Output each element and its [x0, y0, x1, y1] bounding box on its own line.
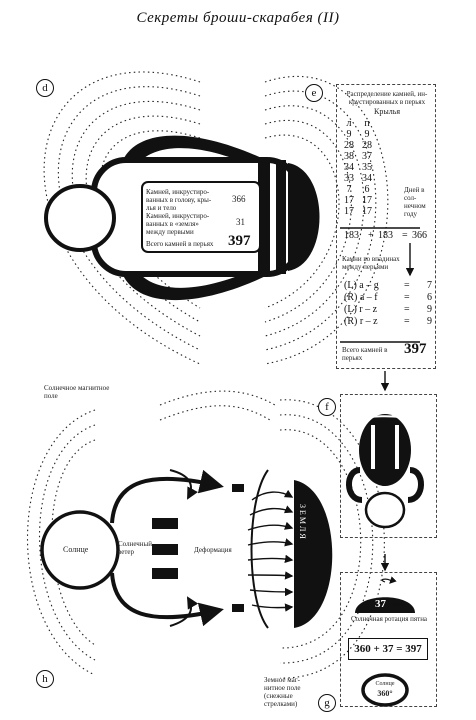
panel-g-box — [340, 572, 437, 707]
d-stones-value: 366 — [232, 194, 246, 204]
h-wind-label: Солнечный ветер — [118, 540, 152, 556]
e-right-cell: 34 — [362, 173, 372, 184]
e-right-cell: 6 — [364, 184, 370, 195]
d-gaps-value: 31 — [236, 217, 245, 227]
e-left-cell: 9 — [346, 129, 352, 140]
g-equation-box: 360 + 37 = 397 — [348, 638, 428, 660]
d-gaps-text: Камней, инкрустиро-ванных в «земля» межд… — [146, 212, 210, 236]
e-left-cell: 28 — [344, 140, 354, 151]
g-rotation-value: 37 — [375, 598, 386, 610]
e-gap-label: (R) r – z — [344, 316, 378, 327]
e-gaps-header: Камни во впадинах между перьями — [342, 255, 400, 271]
d-total-label: Всего камней в перьях — [146, 240, 214, 248]
e-gap-row: (R) a – f = 6 — [344, 292, 432, 303]
h-earth-field-label: Земное маг-нитное поле (снежные стрелкам… — [264, 676, 301, 708]
h-deformation-label: Деформация — [194, 546, 232, 554]
panel-h-field-lines — [26, 390, 385, 679]
g-circle-label: Солнце — [375, 681, 395, 687]
e-left-cell: 17 — [344, 195, 354, 206]
page-title: Секреты броши-скарабея (II) — [136, 10, 340, 26]
e-col-right-header: п — [364, 118, 370, 129]
label-g: g — [318, 694, 336, 712]
e-right-cell: 37 — [362, 151, 372, 162]
h-magnetic-label: Солнечное магнитное поле — [44, 384, 110, 400]
e-right-cell: 28 — [362, 140, 372, 151]
e-header: Распределение камней, ин-крустированных … — [346, 90, 428, 106]
panel-e-box — [336, 84, 436, 369]
label-e: e — [305, 84, 323, 102]
panel-f-box — [340, 394, 437, 538]
e-right-cell: 35 — [362, 162, 372, 173]
g-circle-value: 360° — [377, 689, 393, 698]
e-total-label: Всего камней в перьях — [342, 346, 388, 362]
e-gap-value: 7 — [427, 280, 432, 291]
e-plus: + — [368, 230, 374, 241]
d-stones-text: Камней, инкрустиро-ванных в голову, кры-… — [146, 188, 212, 212]
e-gap-row: (R) r – z = 9 — [344, 316, 432, 327]
e-left-cell: 33 — [344, 173, 354, 184]
label-d: d — [36, 79, 54, 97]
e-eq: = — [402, 230, 408, 241]
panel-h-drawing — [40, 469, 333, 629]
e-gap-label: (L) a – g — [344, 280, 379, 291]
panel-d-scarab — [44, 135, 320, 301]
e-gap-value: 6 — [427, 292, 432, 303]
e-gap-row: (L) a – g = 7 — [344, 280, 432, 291]
e-gaps-list: (L) a – g = 7 (R) a – f = 6 (L) r – z = … — [344, 280, 434, 328]
flow-arrows — [340, 227, 420, 572]
panel-d-field-lines — [43, 71, 389, 365]
e-days-note: Дней в сол-нечном году — [404, 186, 426, 218]
e-left-cell: 7 — [346, 184, 352, 195]
label-f: f — [318, 398, 336, 416]
d-total-value: 397 — [228, 233, 251, 249]
panel-g-drawing — [355, 576, 415, 707]
e-gap-row: (L) r – z = 9 — [344, 304, 432, 315]
e-left-cell: 38 — [344, 151, 354, 162]
e-left-cell: 17 — [344, 206, 354, 217]
label-h: h — [36, 670, 54, 688]
e-right-cell: 9 — [364, 129, 370, 140]
e-gap-value: 9 — [427, 316, 432, 327]
e-sum-total: 366 — [412, 230, 427, 241]
e-gap-label: (R) a – f — [344, 292, 378, 303]
e-col-left-header: л — [346, 118, 352, 129]
e-left-cell: 34 — [344, 162, 354, 173]
e-gap-label: (L) r – z — [344, 304, 378, 315]
e-wings-label: Крылья — [373, 107, 401, 116]
g-rotation-unit: дней — [393, 602, 406, 608]
h-sun-label: Солнце — [63, 545, 89, 554]
h-earth-label: ЗЕМЛЯ — [298, 504, 307, 541]
e-total-value: 397 — [404, 341, 427, 357]
e-gap-value: 9 — [427, 304, 432, 315]
g-rotation-caption: Солнечная ротация пятна — [350, 615, 428, 623]
panel-f-scarab — [346, 414, 424, 529]
e-right-cell: 17 — [362, 195, 372, 206]
e-sum-right: 183 — [378, 230, 393, 241]
e-sum-left: 183 — [344, 230, 359, 241]
e-right-cell: 17 — [362, 206, 372, 217]
